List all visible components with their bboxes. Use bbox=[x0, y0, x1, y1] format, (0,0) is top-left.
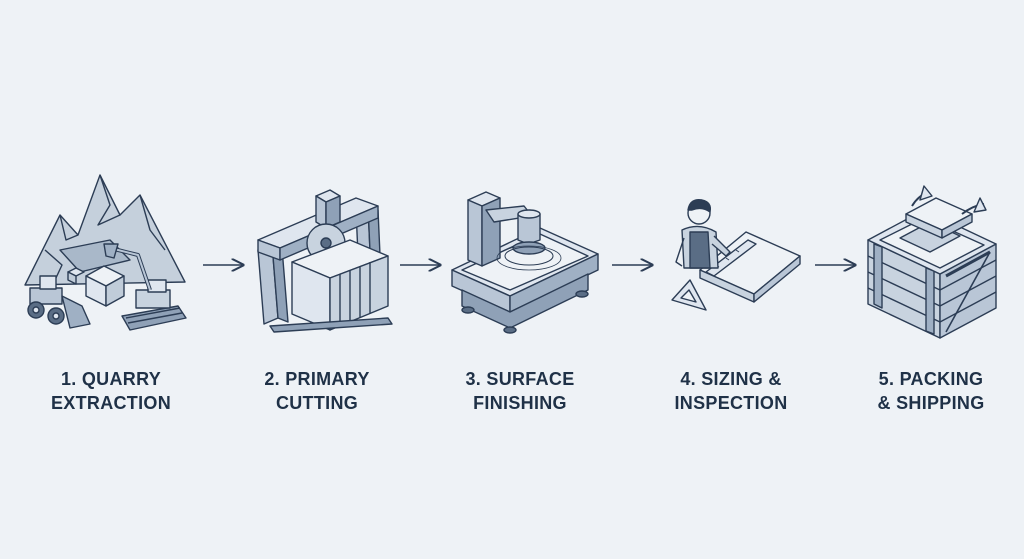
step-label-surface-finishing: 3. SURFACE FINISHING bbox=[425, 367, 615, 415]
step-label-packing-shipping: 5. PACKING & SHIPPING bbox=[836, 367, 1024, 415]
worker-measuring-slab-icon bbox=[671, 199, 801, 311]
step-label-line: 2. PRIMARY bbox=[264, 369, 370, 389]
gantry-saw-icon bbox=[257, 189, 393, 333]
step-label-quarry-extraction: 1. QUARRY EXTRACTION bbox=[16, 367, 206, 415]
step-label-line: INSPECTION bbox=[674, 393, 788, 413]
step-label-line: FINISHING bbox=[473, 393, 567, 413]
step-label-line: 5. PACKING bbox=[878, 369, 984, 389]
step-label-line: 3. SURFACE bbox=[465, 369, 575, 389]
step-label-line: CUTTING bbox=[275, 393, 359, 413]
polishing-machine-icon bbox=[451, 191, 599, 334]
step-label-line: EXTRACTION bbox=[51, 393, 171, 413]
wooden-crate-icon bbox=[867, 185, 997, 339]
step-label-line: 1. QUARRY bbox=[60, 369, 162, 389]
quarry-mountain-excavator-icon bbox=[24, 174, 187, 331]
step-label-primary-cutting: 2. PRIMARY CUTTING bbox=[222, 367, 412, 415]
step-label-line: 4. SIZING & bbox=[680, 369, 782, 389]
step-label-line: & SHIPPING bbox=[877, 393, 985, 413]
step-label-sizing-inspection: 4. SIZING & INSPECTION bbox=[636, 367, 826, 415]
